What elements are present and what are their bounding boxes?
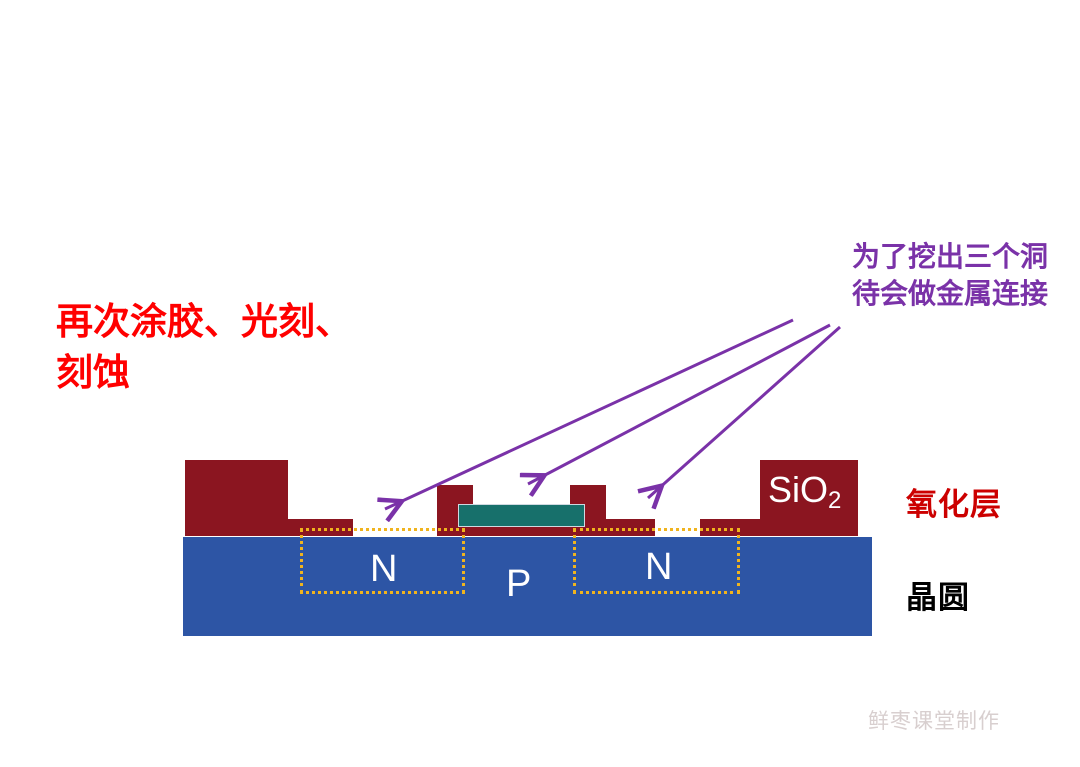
region-label-n-right: N bbox=[645, 546, 673, 588]
legend-label-wafer: 晶圆 bbox=[906, 580, 970, 615]
silicon-wafer-substrate bbox=[183, 537, 872, 636]
oxide-thin-right bbox=[700, 519, 760, 536]
step-title: 再次涂胶、光刻、 刻蚀 bbox=[56, 301, 352, 394]
implant-region-outline-left bbox=[300, 528, 465, 594]
oxide-thin-mid-left bbox=[437, 519, 458, 536]
sio2-label-text: SiO bbox=[768, 469, 829, 510]
legend-label-oxide: 氧化层 bbox=[906, 487, 1002, 522]
sio2-material-label: SiO2 bbox=[768, 469, 841, 513]
implant-region-outline-right bbox=[573, 528, 740, 594]
oxide-block-left bbox=[185, 460, 288, 536]
callout-annotation-text: 为了挖出三个洞 待会做金属连接 bbox=[851, 241, 1048, 310]
region-label-p-center: P bbox=[506, 563, 532, 605]
polysilicon-gate bbox=[458, 504, 585, 527]
sio2-label-subscript: 2 bbox=[828, 487, 842, 514]
watermark-text: 鲜枣课堂制作 bbox=[868, 710, 1000, 733]
oxide-thin-mid-right bbox=[606, 519, 655, 536]
region-label-n-left: N bbox=[370, 548, 398, 590]
oxide-thin-left bbox=[288, 519, 353, 536]
